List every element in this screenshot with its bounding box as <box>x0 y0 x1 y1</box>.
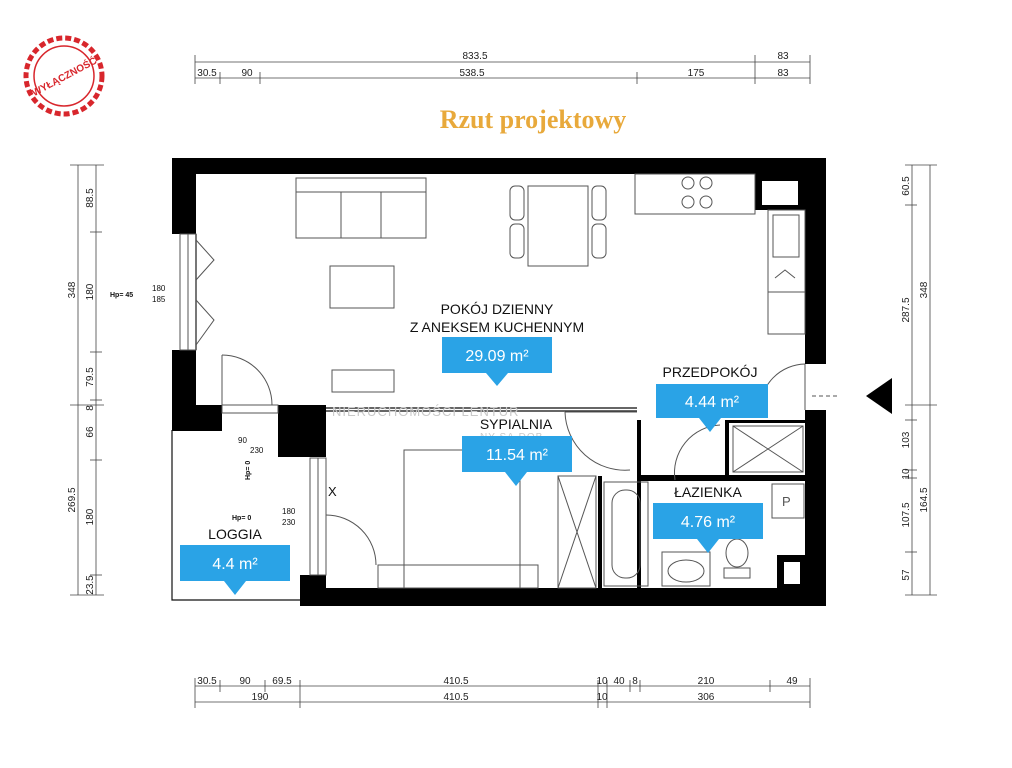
sofa-icon <box>295 177 427 239</box>
dim-top-total: 833.5 <box>462 51 487 62</box>
dim-bottom-k: 410.5 <box>443 692 468 703</box>
watermark-line1: NIERUCHOMOŚCI LENTUR <box>332 404 520 419</box>
tv-cabinet-icon <box>331 369 395 393</box>
window-top-left-a: 180 <box>152 284 166 293</box>
dim-left-outer-b: 269.5 <box>67 487 78 512</box>
dim-bottom-c: 69.5 <box>272 676 292 687</box>
entrance-door <box>759 363 840 411</box>
boiler-icon <box>771 483 805 519</box>
sink-icon <box>661 551 711 587</box>
dim-top-c: 538.5 <box>459 68 484 79</box>
bathroom-door <box>673 424 721 481</box>
dim-bottom-a: 30.5 <box>197 676 217 687</box>
room-hall-name: PRZEDPOKÓJ <box>663 364 758 380</box>
dim-right-inner-d: 10 <box>901 468 912 480</box>
dim-left-inner-f: 180 <box>85 508 96 525</box>
dim-left-inner-d: 8 <box>85 405 96 411</box>
room-living-name: POKÓJ DZIENNY <box>441 301 554 317</box>
dim-bottom-h: 210 <box>698 676 715 687</box>
dim-bottom-d: 410.5 <box>443 676 468 687</box>
dim-top-right: 83 <box>777 51 789 62</box>
window-loggia-hp: Hp= 0 <box>245 461 252 480</box>
window-top-left-hp: Hp= 45 <box>110 292 133 299</box>
dim-left-inner-a: 88.5 <box>85 188 96 208</box>
dim-top-a: 30.5 <box>197 68 217 79</box>
entrance-arrow-icon <box>866 378 892 414</box>
loggia-outline <box>171 430 300 601</box>
plan-title: Rzut projektowy <box>440 105 627 134</box>
room-hall-area-badge: 4.44 m² <box>656 384 768 432</box>
bottom-dimension-lines <box>194 678 811 708</box>
dim-left-inner-b: 180 <box>85 283 96 300</box>
left-dimension-lines <box>70 164 104 596</box>
dim-right-outer-a: 348 <box>919 281 930 298</box>
room-bedroom-area-badge: 11.54 m² <box>462 436 572 486</box>
room-living-subname: Z ANEKSEM KUCHENNYM <box>410 319 584 335</box>
dim-top-b: 90 <box>241 68 253 79</box>
dim-left-outer-a: 348 <box>67 281 78 298</box>
window-top-left-b: 185 <box>152 295 166 304</box>
dim-bottom-f: 40 <box>613 676 625 687</box>
room-living-area-badge: 29.09 m² <box>442 337 552 386</box>
room-bathroom-area-badge: 4.76 m² <box>653 503 763 553</box>
dining-table-icon <box>509 185 607 267</box>
dim-left-inner-c: 79.5 <box>85 367 96 387</box>
mark-p: P <box>782 494 791 509</box>
window-bedroom-b: 230 <box>282 518 296 527</box>
room-bathroom-area: 4.76 m² <box>681 514 736 531</box>
dim-right-inner-c: 103 <box>901 431 912 448</box>
dim-bottom-j: 190 <box>252 692 269 703</box>
room-living-area: 29.09 m² <box>465 348 529 365</box>
mark-x: X <box>328 484 337 499</box>
window-loggia-b: 230 <box>250 446 264 455</box>
bedroom-door <box>564 411 637 471</box>
dim-bottom-m: 306 <box>698 692 715 703</box>
dim-left-inner-e: 66 <box>85 426 96 438</box>
room-loggia-area-badge: 4.4 m² <box>180 545 290 595</box>
dim-right-inner-f: 57 <box>901 569 912 581</box>
kitchen-counter-icon <box>634 173 806 335</box>
dim-top-e: 83 <box>777 68 789 79</box>
dim-bottom-l: 10 <box>596 692 608 703</box>
dim-bottom-g: 8 <box>632 676 638 687</box>
wardrobe-icon <box>557 475 597 589</box>
exclusivity-stamp: WYŁĄCZNOŚĆ <box>23 35 105 117</box>
window-bedroom <box>309 457 377 576</box>
dim-bottom-i: 49 <box>786 676 798 687</box>
room-hall-area: 4.44 m² <box>685 394 740 411</box>
room-loggia-area: 4.4 m² <box>212 556 258 573</box>
toilet-icon <box>723 538 751 579</box>
dim-right-inner-e: 107.5 <box>901 502 912 527</box>
window-bedroom-hp: Hp= 0 <box>232 515 251 522</box>
coffee-table-icon <box>329 265 395 309</box>
bathtub-icon <box>603 481 649 587</box>
room-loggia-name: LOGGIA <box>208 526 262 542</box>
dim-right-inner-b: 287.5 <box>901 297 912 322</box>
right-dimension-lines <box>905 164 937 596</box>
room-bedroom-name: SYPIALNIA <box>480 416 553 432</box>
dim-top-d: 175 <box>688 68 705 79</box>
dim-right-outer-b: 164.5 <box>919 487 930 512</box>
dim-bottom-b: 90 <box>239 676 251 687</box>
dim-left-inner-g: 23.5 <box>85 575 96 595</box>
dim-right-inner-a: 60.5 <box>901 176 912 196</box>
window-loggia-a: 90 <box>238 436 247 445</box>
dim-bottom-e: 10 <box>596 676 608 687</box>
window-top-left <box>179 233 215 351</box>
window-bedroom-a: 180 <box>282 507 296 516</box>
top-dimension-lines <box>194 55 811 84</box>
walls <box>172 158 826 606</box>
window-loggia-door <box>221 354 279 414</box>
room-bedroom-area: 11.54 m² <box>486 447 549 464</box>
room-bathroom-name: ŁAZIENKA <box>674 484 742 500</box>
hall-wardrobe-icon <box>732 425 804 473</box>
